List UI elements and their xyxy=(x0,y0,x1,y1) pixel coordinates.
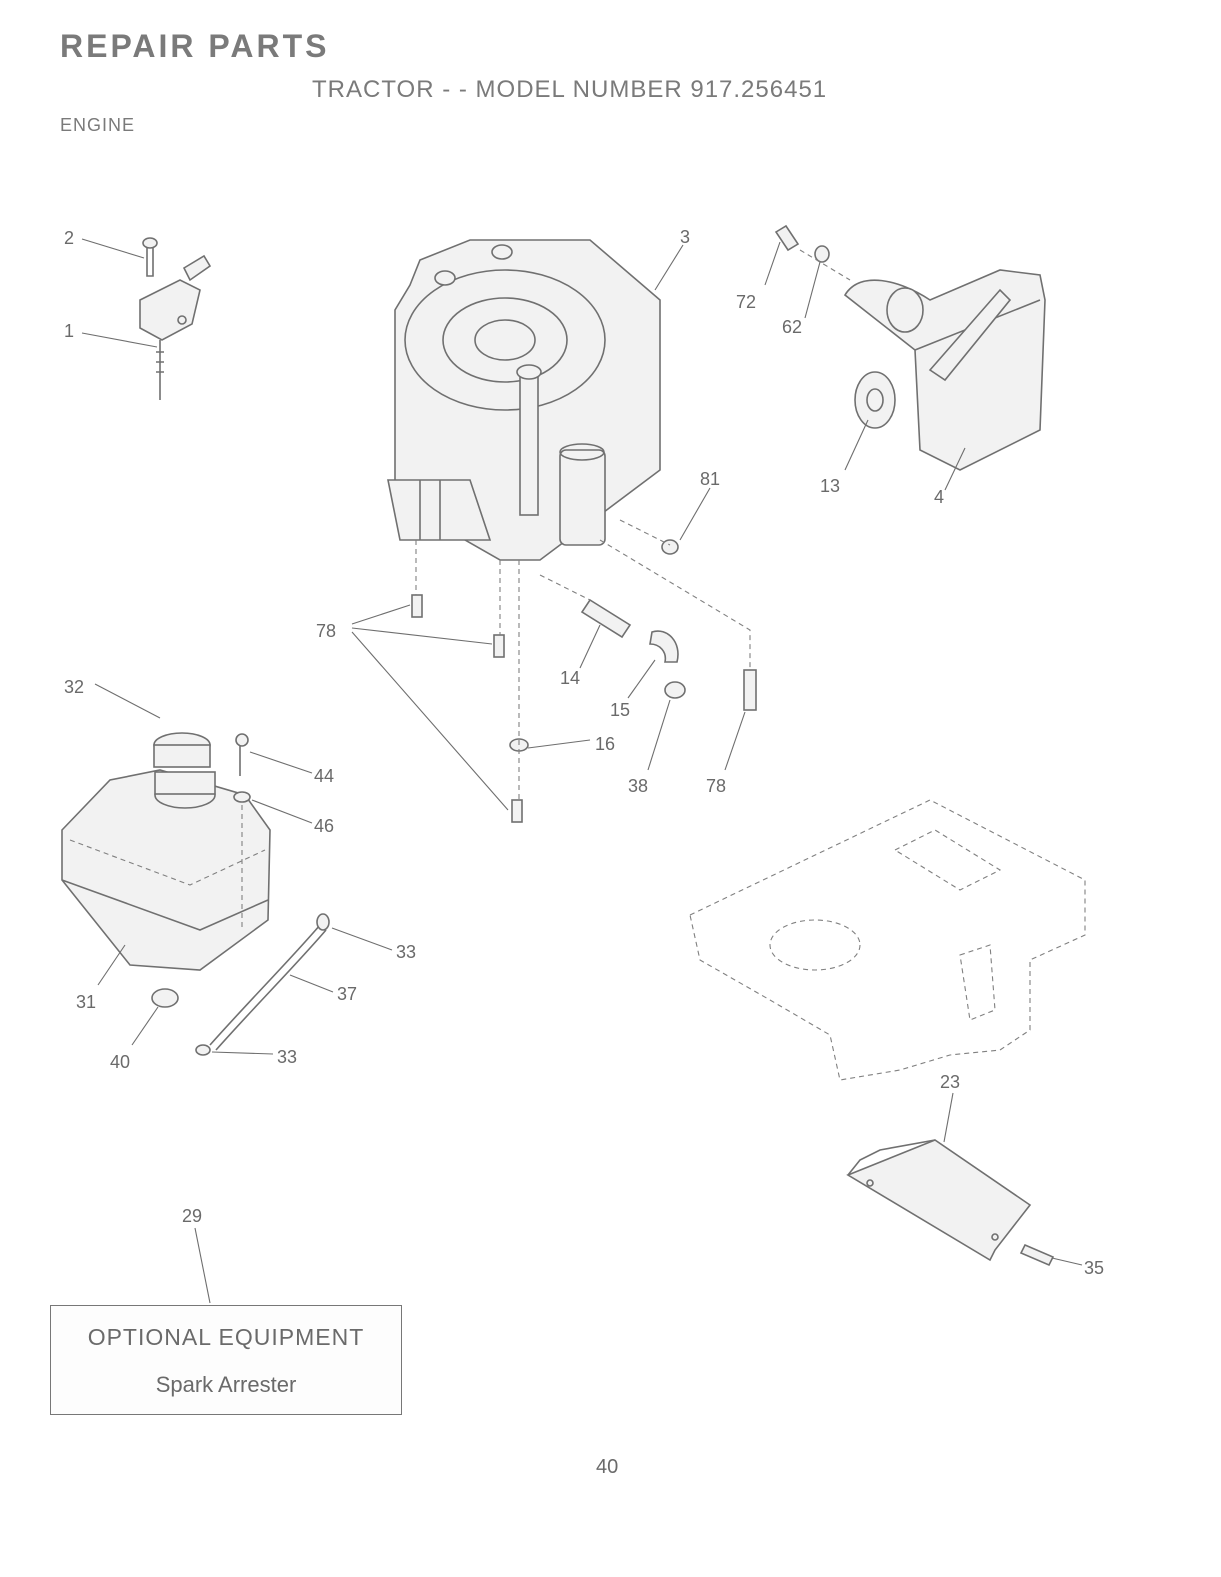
callout-44: 44 xyxy=(314,766,334,786)
callout-1: 1 xyxy=(64,321,74,341)
callout-32: 32 xyxy=(64,677,84,697)
callout-31: 31 xyxy=(76,992,96,1012)
optional-equipment-box: OPTIONAL EQUIPMENT Spark Arrester xyxy=(50,1305,402,1415)
callout-40: 40 xyxy=(110,1052,130,1072)
tractor-frame-outline xyxy=(690,800,1085,1080)
callout-62: 62 xyxy=(782,317,802,337)
callout-81: 81 xyxy=(700,469,720,489)
callout-46: 46 xyxy=(314,816,334,836)
callout-38: 38 xyxy=(628,776,648,796)
page-number: 40 xyxy=(596,1456,618,1479)
callout-16: 16 xyxy=(595,734,615,754)
callout-29: 29 xyxy=(182,1206,202,1226)
callout-78-left: 78 xyxy=(316,621,336,641)
fuel-tank-part xyxy=(62,733,329,1055)
callout-78-right: 78 xyxy=(706,776,726,796)
callout-37: 37 xyxy=(337,984,357,1004)
optional-equipment-heading: OPTIONAL EQUIPMENT xyxy=(51,1324,401,1351)
callout-15: 15 xyxy=(610,700,630,720)
callout-13: 13 xyxy=(820,476,840,496)
optional-equipment-item: Spark Arrester xyxy=(51,1372,401,1398)
callout-33-upper: 33 xyxy=(396,942,416,962)
engine-fasteners xyxy=(412,520,756,822)
heat-shield-part xyxy=(848,1140,1053,1265)
callout-14: 14 xyxy=(560,668,580,688)
callout-35: 35 xyxy=(1084,1258,1104,1278)
muffler-part xyxy=(776,226,1045,470)
callout-2: 2 xyxy=(64,228,74,248)
callout-3: 3 xyxy=(680,227,690,247)
callout-23: 23 xyxy=(940,1072,960,1092)
throttle-control-part xyxy=(140,238,210,400)
callout-72: 72 xyxy=(736,292,756,312)
engine-part xyxy=(388,240,660,560)
callout-33-lower: 33 xyxy=(277,1047,297,1067)
callout-4: 4 xyxy=(934,487,944,507)
